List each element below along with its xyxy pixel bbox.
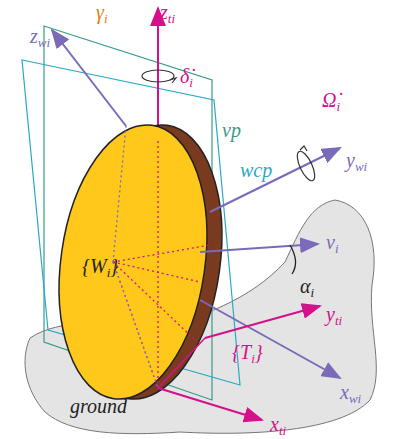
frame-label: {Ti} [232, 342, 263, 365]
rate-label: Ω̇i [322, 90, 340, 113]
axis-label: zti [160, 2, 175, 25]
ground-label: ground [70, 396, 127, 416]
axis-label: xti [270, 414, 286, 437]
plane-label: vp [222, 120, 241, 140]
angle-label: αi [300, 276, 314, 299]
rate-label: δ̇i [180, 66, 193, 89]
frame-label: {Wi} [82, 256, 118, 279]
axis-label: ywi [346, 150, 367, 173]
axis-label: zwi [30, 26, 50, 49]
axis-label: yti [326, 304, 342, 327]
angle-label: γi [96, 2, 108, 25]
axis-label: xwi [340, 382, 361, 405]
plane-label: wcp [240, 160, 272, 180]
velocity-label: vi [326, 232, 339, 255]
